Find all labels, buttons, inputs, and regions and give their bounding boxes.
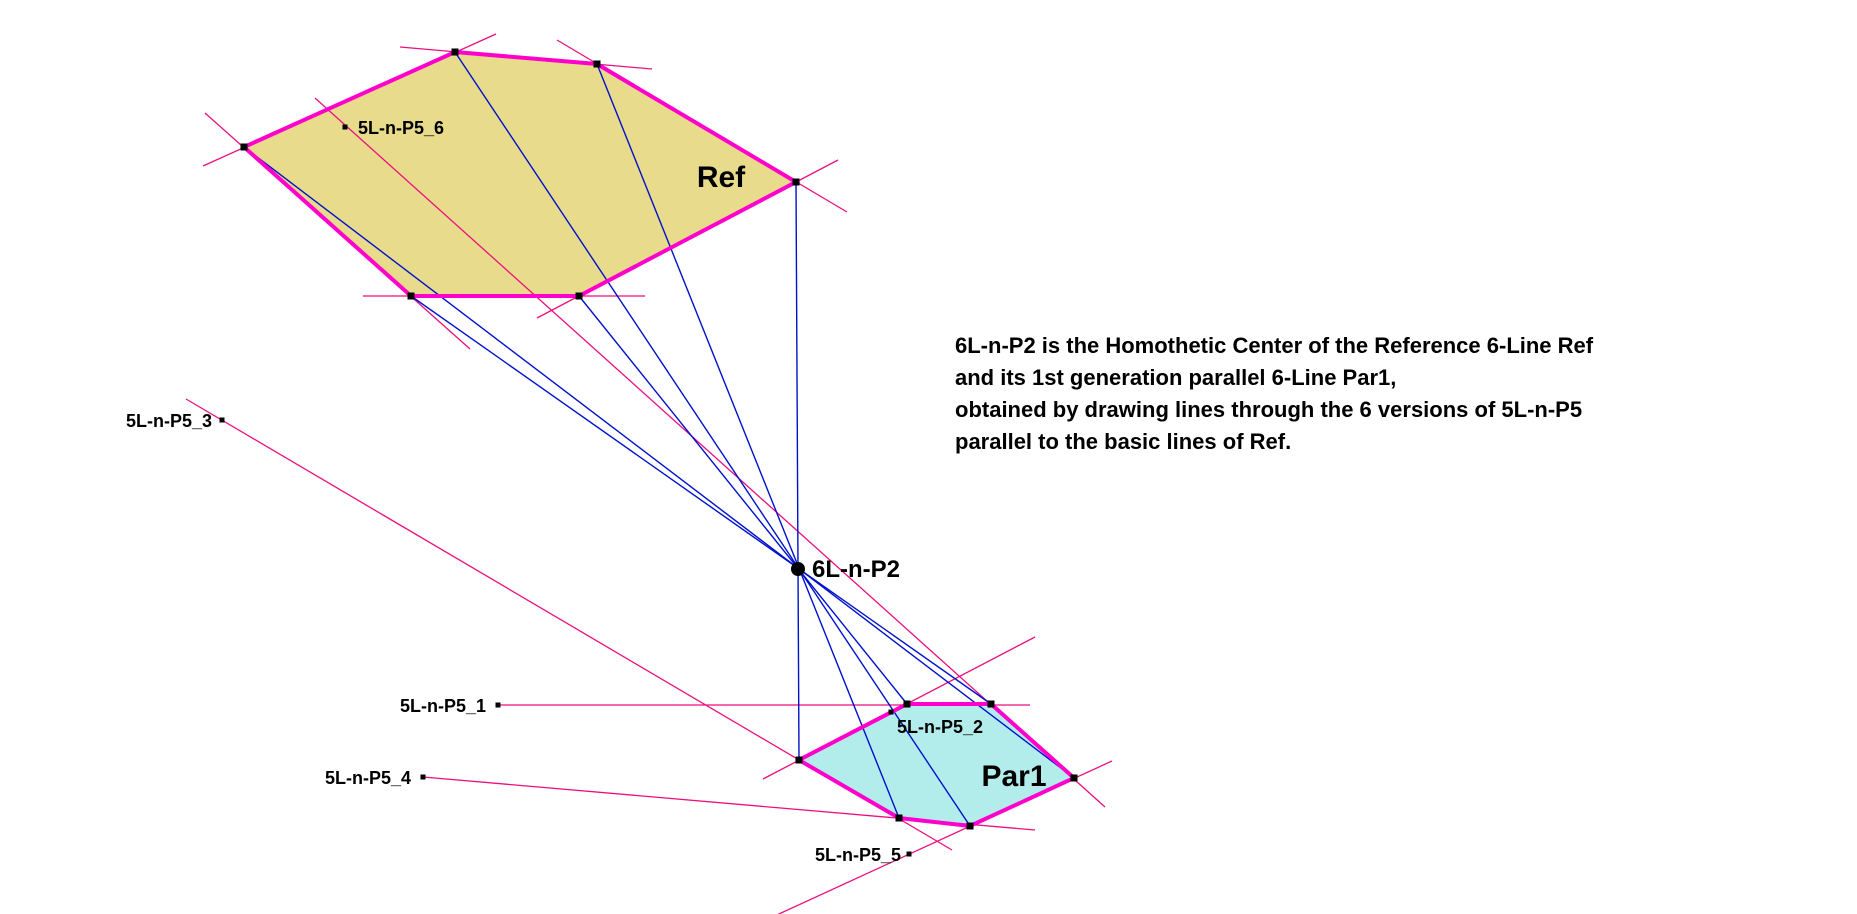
point-dot[interactable]: [495, 702, 501, 708]
vertex-dots: [240, 48, 1078, 830]
description-line-2: and its 1st generation parallel 6-Line P…: [955, 365, 1396, 390]
point-label: 5L-n-P5_4: [325, 768, 411, 788]
point-label: 5L-n-P5_2: [897, 717, 983, 737]
blue-homothety-line: [795, 181, 800, 761]
blue-homothety-line: [243, 146, 1075, 779]
point-label: 5L-n-P5_3: [126, 411, 212, 431]
blue-homothety-line: [596, 63, 900, 819]
point-label: 5L-n-P5_6: [358, 118, 444, 138]
vertex-dot[interactable]: [1070, 774, 1078, 782]
hexagon-fills: [244, 52, 1074, 826]
point-label: 5L-n-P5_1: [400, 696, 486, 716]
description-line-1: 6L-n-P2 is the Homothetic Center of the …: [955, 333, 1594, 358]
vertex-dot[interactable]: [407, 292, 415, 300]
point-dot[interactable]: [888, 709, 894, 715]
vertex-dot[interactable]: [593, 60, 601, 68]
center-point-label: 6L-n-P2: [812, 556, 900, 583]
vertex-dot[interactable]: [895, 814, 903, 822]
description-line-4: parallel to the basic lines of Ref.: [955, 429, 1291, 454]
ref-label: Ref: [697, 161, 746, 194]
blue-homothety-line: [578, 295, 908, 705]
par1-hexagon[interactable]: [799, 704, 1074, 826]
vertex-dot[interactable]: [987, 700, 995, 708]
point-dot[interactable]: [420, 774, 426, 780]
vertex-dot[interactable]: [903, 700, 911, 708]
blue-homothety-line: [454, 51, 971, 827]
vertex-dot[interactable]: [795, 756, 803, 764]
point-dot[interactable]: [219, 417, 225, 423]
vertex-dot[interactable]: [792, 178, 800, 186]
description-text: 6L-n-P2 is the Homothetic Center of the …: [955, 333, 1594, 454]
center-point-dot[interactable]: [791, 562, 805, 576]
blue-lines: [243, 51, 1075, 827]
point-dot[interactable]: [906, 851, 912, 857]
vertex-dot[interactable]: [966, 822, 974, 830]
blue-homothety-line: [410, 295, 992, 705]
point-dot[interactable]: [342, 124, 348, 130]
vertex-dot[interactable]: [240, 143, 248, 151]
labeled-points: 5L-n-P5_6 5L-n-P5_3 5L-n-P5_1 5L-n-P5_4 5L-n…: [126, 118, 983, 865]
par1-label: Par1: [981, 760, 1046, 793]
pink-basic-line: [314, 97, 1106, 808]
vertex-dot[interactable]: [451, 48, 459, 56]
description-line-3: obtained by drawing lines through the 6 …: [955, 397, 1582, 422]
vertex-dot[interactable]: [575, 292, 583, 300]
ref-hexagon[interactable]: [244, 52, 796, 296]
point-label: 5L-n-P5_5: [815, 845, 901, 865]
